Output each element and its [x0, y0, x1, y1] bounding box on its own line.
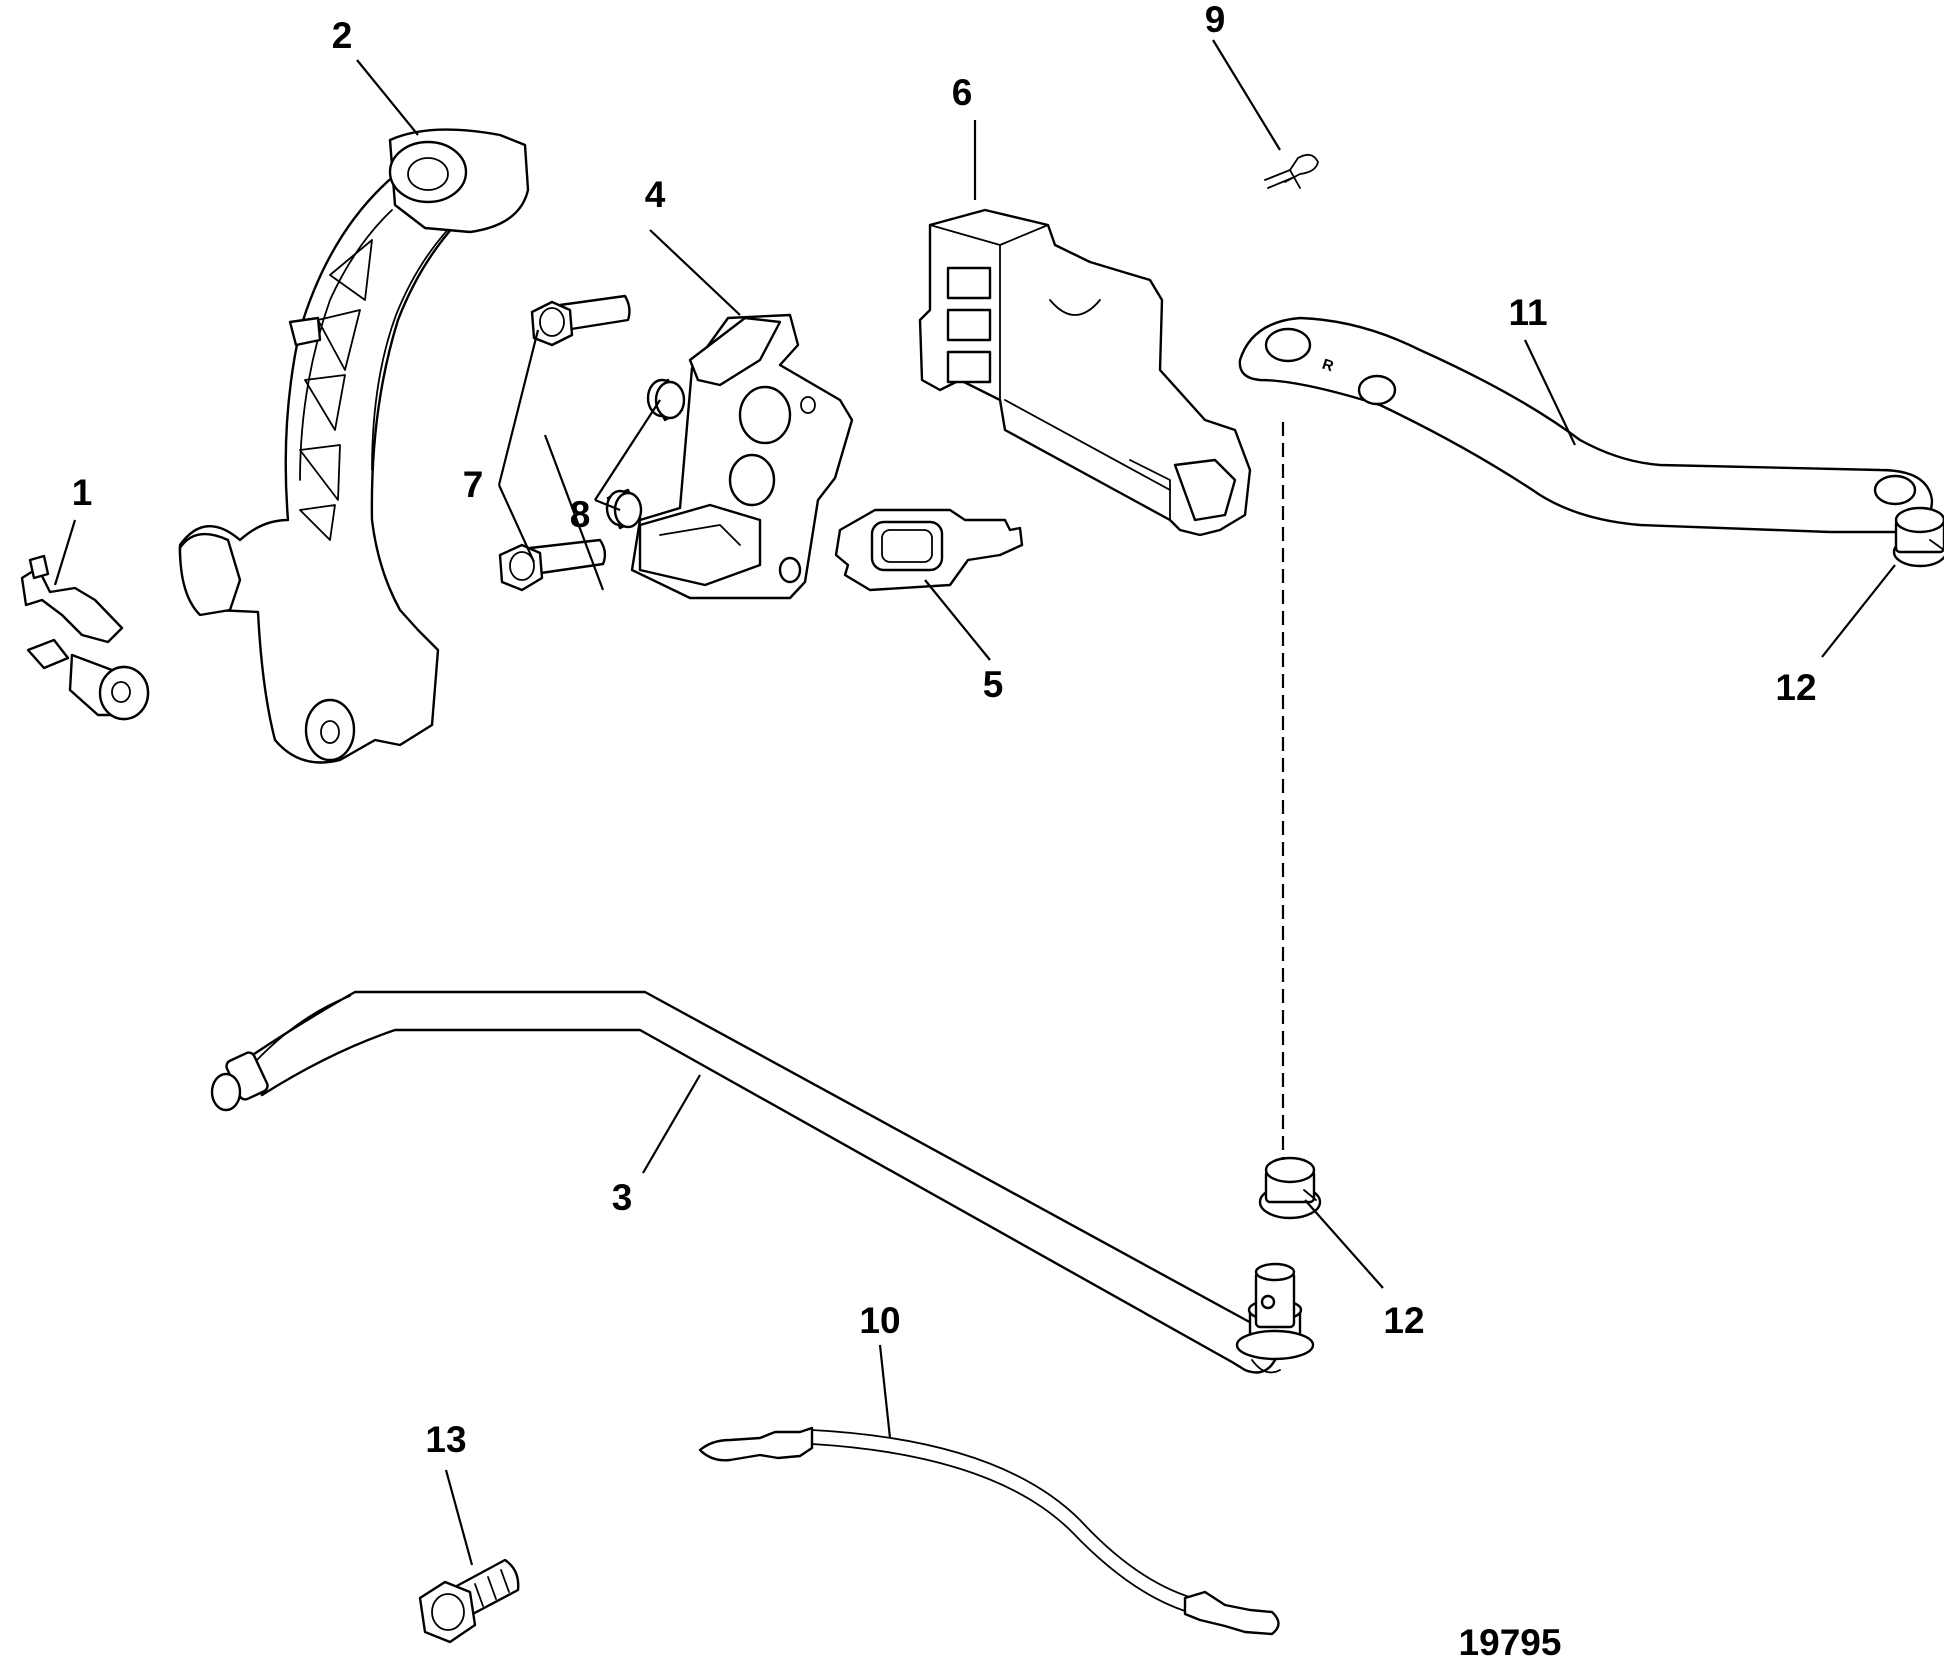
callout-8: 8	[570, 494, 591, 535]
part-11-arm: R	[1238, 316, 1934, 534]
callout-7: 7	[463, 464, 484, 505]
callout-2: 2	[332, 15, 353, 56]
part-5-retainer	[834, 508, 1024, 592]
part-7-bolts	[498, 294, 631, 592]
callout-12b: 12	[1383, 1300, 1424, 1341]
part-2-bracket	[178, 128, 530, 764]
part-3-shift-rod	[210, 990, 1315, 1374]
callout-13: 13	[425, 1419, 466, 1460]
callout-1: 1	[72, 472, 93, 513]
callout-3: 3	[612, 1177, 633, 1218]
part-10-cable	[698, 1426, 1280, 1636]
part-8-sleeves	[605, 378, 686, 530]
callout-4: 4	[645, 174, 666, 215]
part-12-bushing-lower	[1258, 1156, 1322, 1220]
callout-9: 9	[1205, 0, 1226, 40]
arm-stamp: R	[1320, 356, 1336, 376]
figure-number: 19795	[1459, 1622, 1562, 1660]
part-6-shift-block	[918, 208, 1252, 537]
callout-11: 11	[1508, 292, 1547, 333]
part-9-cotter-pin	[1264, 153, 1319, 189]
callout-6: 6	[952, 72, 973, 113]
part-12-bushing-upper	[1892, 506, 1944, 568]
callout-12a: 12	[1775, 667, 1816, 708]
leader-lines	[53, 39, 1896, 1566]
part-4-plate	[630, 313, 854, 600]
callout-labels: 1 2 3 4 5 6 7 8 9 10 11 12 12 13	[72, 0, 1817, 1460]
callout-10: 10	[859, 1300, 900, 1341]
callout-5: 5	[983, 664, 1004, 705]
part-13-bolt	[418, 1558, 520, 1644]
part-1-lever	[20, 554, 150, 721]
